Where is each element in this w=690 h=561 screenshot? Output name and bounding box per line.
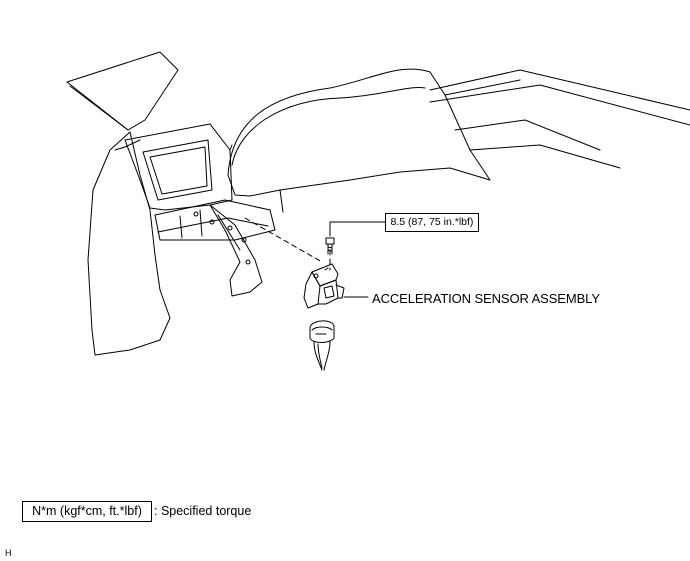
alignment-dashed-line	[244, 217, 331, 271]
legend-unit-text: N*m (kgf*cm, ft.*lbf)	[32, 504, 142, 518]
dash-top-panel	[66, 51, 179, 131]
part-label: ACCELERATION SENSOR ASSEMBLY	[372, 291, 600, 306]
bolt-icon	[325, 237, 335, 255]
dash-center-structure	[124, 123, 233, 211]
figure-code: H	[5, 548, 12, 558]
legend-description: : Specified torque	[154, 504, 252, 518]
instrument-hood	[227, 68, 690, 213]
acceleration-sensor-icon	[303, 263, 345, 309]
torque-spec-box: 8.5 (87, 75 in.*lbf)	[385, 213, 479, 232]
connector-icon	[309, 320, 335, 371]
left-side-panel	[87, 131, 171, 356]
mounting-bracket	[154, 199, 276, 297]
torque-spec-text: 8.5 (87, 75 in.*lbf)	[390, 216, 474, 228]
torque-leader-line	[329, 221, 386, 237]
legend-unit-box: N*m (kgf*cm, ft.*lbf)	[22, 501, 152, 522]
